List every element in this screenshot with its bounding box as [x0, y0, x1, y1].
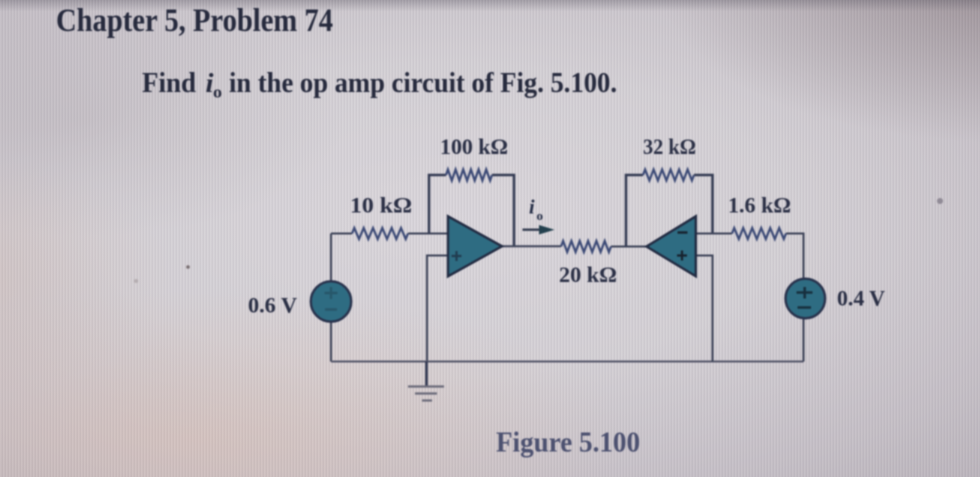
svg-text:in the op amp circuit of Fig.: in the op amp circuit of Fig. 5.100. [229, 67, 617, 99]
svg-text:Figure 5.100: Figure 5.100 [496, 428, 640, 459]
svg-text:20 kΩ: 20 kΩ [559, 262, 617, 287]
svg-text:0.6 V: 0.6 V [248, 293, 297, 318]
svg-text:Chapter 5, Problem 74: Chapter 5, Problem 74 [56, 3, 333, 39]
svg-text:i: i [206, 68, 215, 98]
svg-text:o: o [213, 83, 222, 102]
svg-text:i: i [529, 197, 535, 219]
svg-text:0.4 V: 0.4 V [837, 286, 885, 311]
svg-text:1.6 kΩ: 1.6 kΩ [728, 193, 791, 218]
svg-text:32 kΩ: 32 kΩ [643, 134, 696, 159]
svg-text:o: o [537, 208, 544, 223]
svg-text:100 kΩ: 100 kΩ [440, 134, 508, 159]
svg-text:10 kΩ: 10 kΩ [350, 193, 412, 218]
svg-text:Find: Find [142, 67, 196, 99]
